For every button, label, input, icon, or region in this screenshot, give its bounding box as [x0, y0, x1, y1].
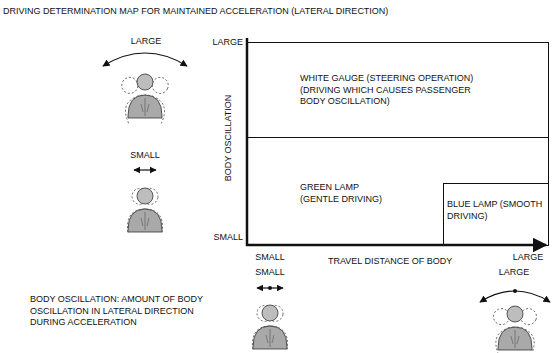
- passenger-figure: [247, 286, 293, 349]
- definition-note: BODY OSCILLATION: AMOUNT OF BODY OSCILLA…: [30, 294, 208, 329]
- axis-label: SMALL: [220, 252, 320, 263]
- green-lamp-region: GREEN LAMP (GENTLE DRIVING) BLUE LAMP (SM…: [247, 137, 549, 246]
- passenger-figure: [103, 53, 187, 123]
- size-label: LARGE: [464, 267, 556, 278]
- region-label: WHITE GAUGE (STEERING OPERATION) (DRIVIN…: [300, 73, 490, 108]
- axis-title: BODY OSCILLATION: [223, 78, 234, 198]
- region-label: BLUE LAMP (SMOOTH DRIVING): [447, 199, 545, 222]
- passenger-figure: [122, 170, 168, 232]
- region-label: GREEN LAMP (GENTLE DRIVING): [300, 182, 400, 205]
- size-label: SMALL: [95, 150, 195, 161]
- white-gauge-region: WHITE GAUGE (STEERING OPERATION) (DRIVIN…: [247, 42, 549, 138]
- blue-lamp-box: BLUE LAMP (SMOOTH DRIVING): [443, 183, 549, 246]
- passenger-figure: [480, 289, 550, 353]
- axis-title: TRAVEL DISTANCE OF BODY: [328, 256, 452, 267]
- size-label: SMALL: [220, 267, 320, 278]
- axis-label: SMALL: [143, 232, 243, 243]
- diagram-title: DRIVING DETERMINATION MAP FOR MAINTAINED…: [3, 6, 388, 17]
- size-label: LARGE: [96, 36, 196, 47]
- axis-label: LARGE: [478, 252, 556, 263]
- axis-label: LARGE: [143, 37, 243, 48]
